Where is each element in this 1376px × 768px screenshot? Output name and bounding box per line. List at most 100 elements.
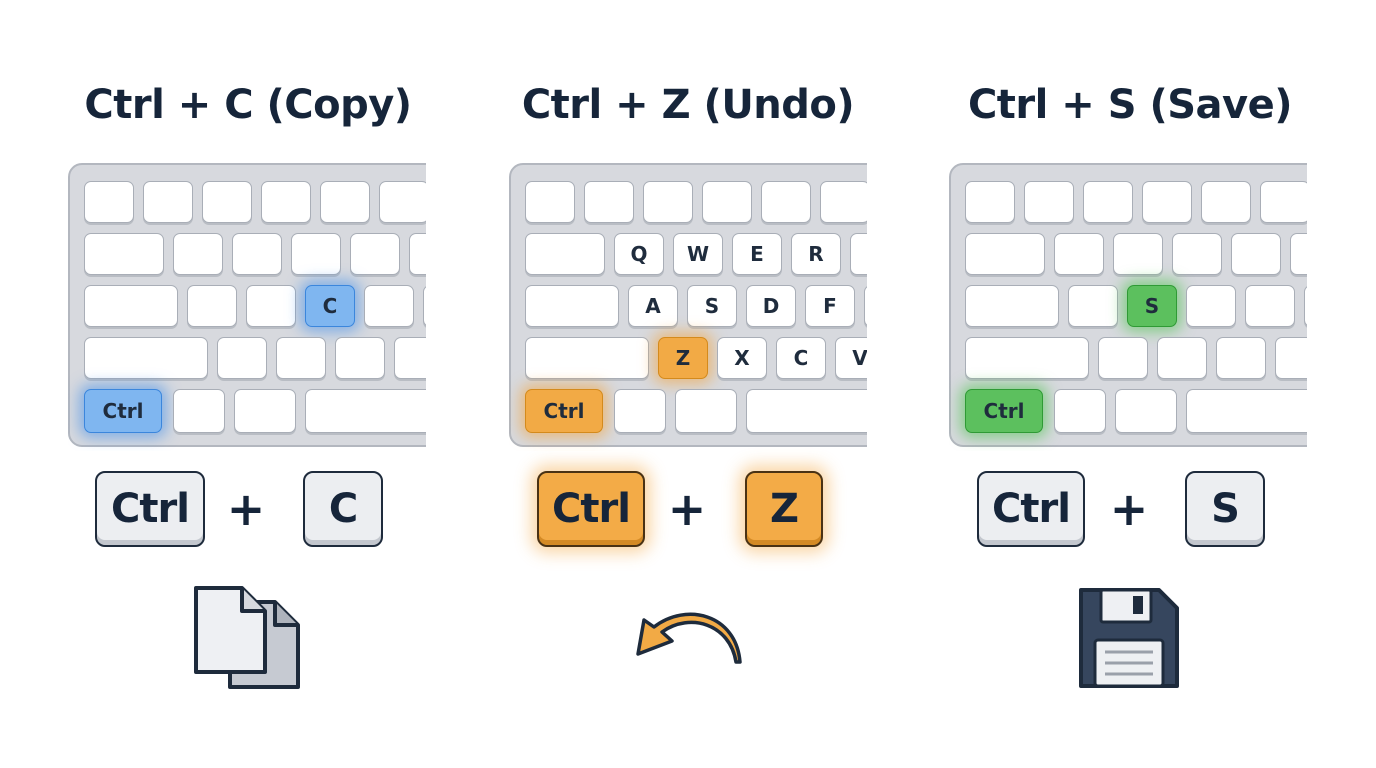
floppy-disk-icon [1079, 588, 1179, 688]
panel-save: Ctrl + S (Save) S [910, 0, 1350, 768]
key[interactable] [965, 285, 1059, 327]
key[interactable] [614, 389, 666, 433]
key[interactable] [423, 285, 426, 327]
key[interactable] [261, 181, 311, 223]
space-key[interactable] [746, 389, 867, 433]
key-s[interactable]: S [687, 285, 737, 327]
key[interactable] [1068, 285, 1118, 327]
key[interactable] [1098, 337, 1148, 379]
key[interactable] [1290, 233, 1307, 275]
keyboard-body: S Ctrl [949, 163, 1307, 447]
panel-title: Ctrl + C (Copy) [84, 82, 412, 128]
key[interactable] [173, 233, 223, 275]
combo-z-key: Z [745, 471, 823, 547]
key[interactable] [1216, 337, 1266, 379]
key[interactable] [232, 233, 282, 275]
key[interactable] [761, 181, 811, 223]
key[interactable] [1304, 285, 1307, 327]
combo-c-key: C [303, 471, 383, 547]
key[interactable] [143, 181, 193, 223]
key[interactable] [202, 181, 252, 223]
key-v[interactable]: V [835, 337, 867, 379]
key-w[interactable]: W [673, 233, 723, 275]
key[interactable] [234, 389, 296, 433]
plus-sign: + [667, 482, 707, 536]
key-s[interactable]: S [1127, 285, 1177, 327]
key[interactable] [84, 233, 164, 275]
panel-title: Ctrl + S (Save) [967, 82, 1293, 128]
key[interactable] [675, 389, 737, 433]
key[interactable] [173, 389, 225, 433]
key-ctrl[interactable]: Ctrl [84, 389, 162, 433]
key[interactable] [1142, 181, 1192, 223]
key-z[interactable]: Z [658, 337, 708, 379]
key[interactable] [1024, 181, 1074, 223]
key[interactable] [276, 337, 326, 379]
key[interactable] [246, 285, 296, 327]
key[interactable] [1245, 285, 1295, 327]
key[interactable] [1113, 233, 1163, 275]
key[interactable] [1115, 389, 1177, 433]
key[interactable] [291, 233, 341, 275]
key[interactable] [1260, 181, 1307, 223]
key[interactable] [187, 285, 237, 327]
key-t[interactable]: T [850, 233, 867, 275]
key-f[interactable]: F [805, 285, 855, 327]
space-key[interactable] [305, 389, 426, 433]
key[interactable] [84, 181, 134, 223]
key[interactable] [1054, 389, 1106, 433]
key[interactable] [335, 337, 385, 379]
undo-arrow-icon [636, 612, 742, 664]
key[interactable] [525, 337, 649, 379]
key-c[interactable]: C [776, 337, 826, 379]
key[interactable] [1231, 233, 1281, 275]
key[interactable] [525, 181, 575, 223]
key[interactable] [217, 337, 267, 379]
key-c[interactable]: C [305, 285, 355, 327]
key[interactable] [965, 233, 1045, 275]
key[interactable] [820, 181, 867, 223]
keyboard-body: Q W E R T A S D F G Z X C V Ctrl [509, 163, 867, 447]
key[interactable] [1054, 233, 1104, 275]
key[interactable] [1186, 285, 1236, 327]
key[interactable] [379, 181, 426, 223]
key[interactable] [1275, 337, 1307, 379]
key[interactable] [84, 337, 208, 379]
key-g[interactable]: G [864, 285, 867, 327]
key[interactable] [525, 285, 619, 327]
space-key[interactable] [1186, 389, 1307, 433]
combo-s-key: S [1185, 471, 1265, 547]
combo-ctrl-key: Ctrl [95, 471, 205, 547]
key[interactable] [84, 285, 178, 327]
key-a[interactable]: A [628, 285, 678, 327]
panel-undo: Ctrl + Z (Undo) Q W E R T A S D F G [468, 0, 908, 768]
combo-ctrl-key: Ctrl [977, 471, 1085, 547]
key-q[interactable]: Q [614, 233, 664, 275]
keyboard: C Ctrl [68, 163, 426, 451]
keyboard: S Ctrl [949, 163, 1307, 451]
panel-copy: Ctrl + C (Copy) C [28, 0, 468, 768]
key-d[interactable]: D [746, 285, 796, 327]
key[interactable] [1157, 337, 1207, 379]
key-r[interactable]: R [791, 233, 841, 275]
key-e[interactable]: E [732, 233, 782, 275]
key[interactable] [1172, 233, 1222, 275]
key[interactable] [525, 233, 605, 275]
key[interactable] [409, 233, 426, 275]
keyboard: Q W E R T A S D F G Z X C V Ctrl [509, 163, 867, 451]
key[interactable] [965, 337, 1089, 379]
key[interactable] [1201, 181, 1251, 223]
key-ctrl[interactable]: Ctrl [965, 389, 1043, 433]
key-ctrl[interactable]: Ctrl [525, 389, 603, 433]
key[interactable] [1083, 181, 1133, 223]
plus-sign: + [226, 482, 266, 536]
key[interactable] [350, 233, 400, 275]
key-x[interactable]: X [717, 337, 767, 379]
key[interactable] [702, 181, 752, 223]
key[interactable] [584, 181, 634, 223]
key[interactable] [643, 181, 693, 223]
key[interactable] [394, 337, 426, 379]
key[interactable] [364, 285, 414, 327]
key[interactable] [320, 181, 370, 223]
key[interactable] [965, 181, 1015, 223]
